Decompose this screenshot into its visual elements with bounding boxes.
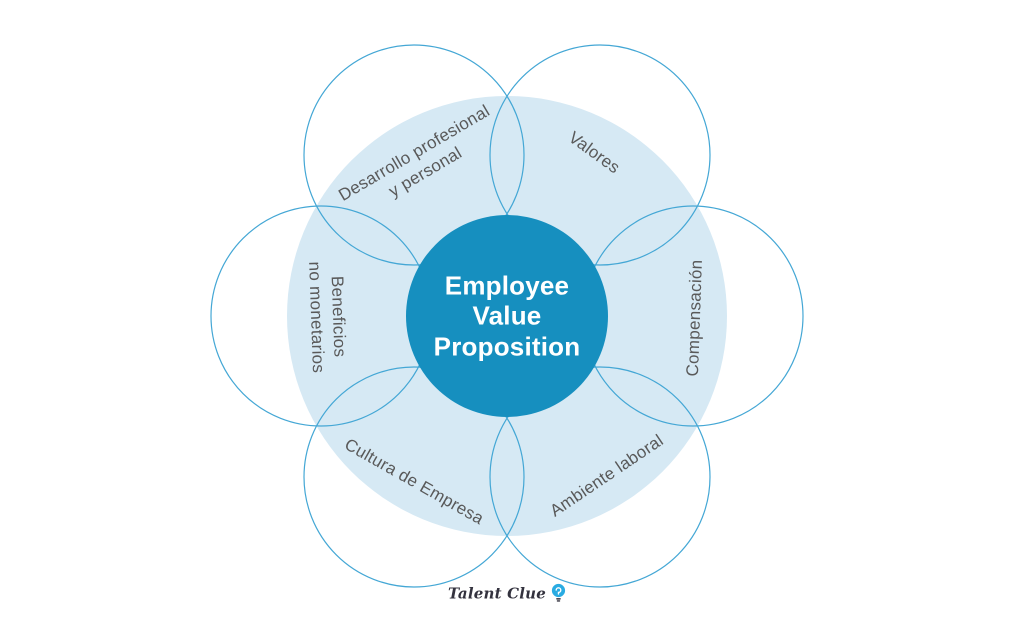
petal-ring-cultura: [303, 366, 525, 588]
brand-logo: Talent Clue: [447, 583, 566, 603]
petal-ring-ambiente: [489, 366, 711, 588]
lightbulb-head: [551, 583, 566, 598]
lightbulb-base-bottom: [556, 600, 561, 602]
petal-ring-valores: [489, 44, 711, 266]
center-title: Employee Value Proposition: [433, 270, 581, 362]
center-circle: [406, 215, 608, 417]
lightbulb-filament: [555, 587, 562, 595]
petal-ring-desarrollo: [303, 44, 525, 266]
lightbulb-icon: [551, 583, 566, 602]
brand-name: Talent Clue: [447, 584, 547, 602]
lightbulb-base-top: [556, 598, 561, 600]
